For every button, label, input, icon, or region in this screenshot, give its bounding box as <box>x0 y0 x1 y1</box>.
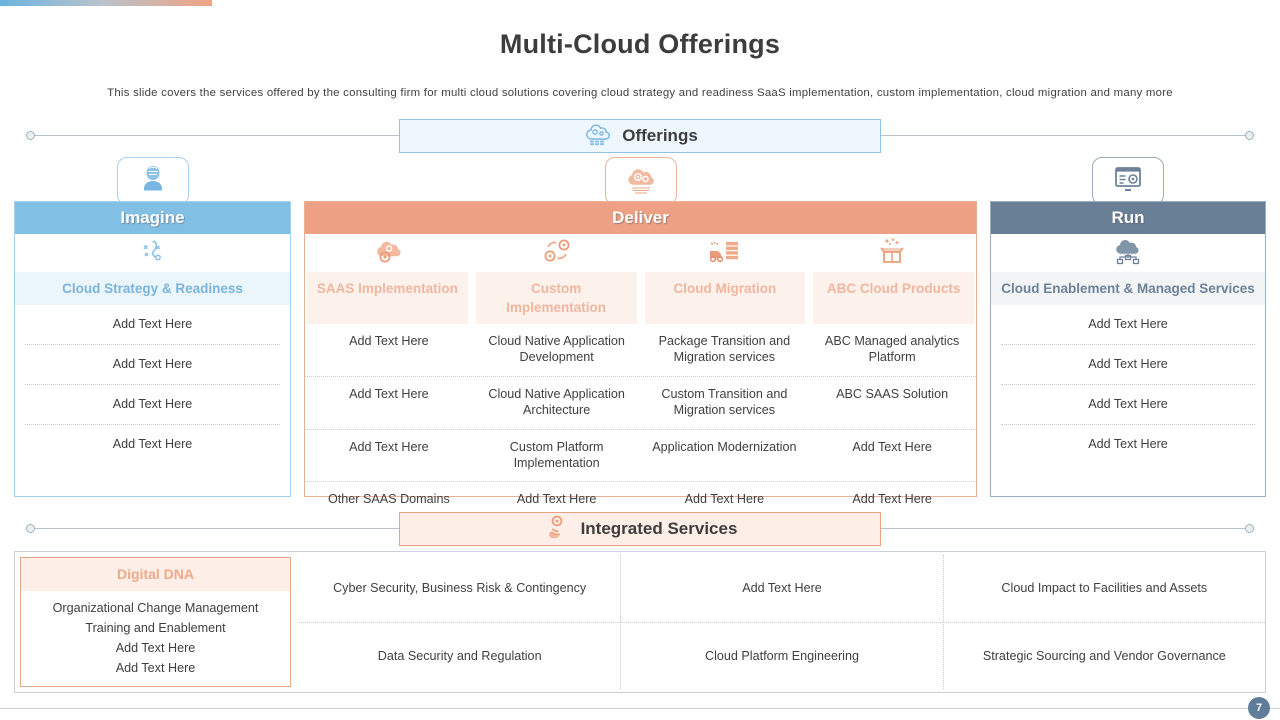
run-category-icon-row <box>991 234 1265 272</box>
corner-accent-bar <box>0 0 212 6</box>
deliver-icon-cell <box>641 234 809 272</box>
monitor-dashboard-icon <box>1112 163 1144 200</box>
digital-dna-item-list: Organizational Change Management Trainin… <box>21 591 290 678</box>
services-column: Cyber Security, Business Risk & Continge… <box>299 555 621 690</box>
run-item-list: Add Text Here Add Text Here Add Text Her… <box>991 305 1265 464</box>
footer-divider <box>0 708 1280 709</box>
cloud-servers-icon <box>582 121 612 152</box>
service-cell[interactable]: Add Text Here <box>742 581 822 596</box>
hand-gear-icon <box>543 513 571 546</box>
deliver-subcolumn-icons <box>305 234 976 272</box>
person-head-icon <box>138 162 168 201</box>
integrated-services-panel: Digital DNA Organizational Change Manage… <box>14 551 1266 693</box>
deliver-subcolumn-label: Cloud Migration <box>644 272 806 325</box>
server-migration-truck-icon <box>707 237 741 270</box>
deliver-icon-chip <box>605 157 677 205</box>
table-cell[interactable]: Add Text Here <box>852 439 932 454</box>
integrated-services-banner-label: Integrated Services <box>580 519 738 538</box>
table-cell[interactable]: Other SAAS Domains <box>327 492 450 507</box>
page-subtitle: This slide covers the services offered b… <box>107 87 1173 99</box>
table-cell[interactable]: Custom Transition and Migration services <box>661 387 788 417</box>
imagine-icon-chip <box>117 157 189 205</box>
deliver-data-grid: Add Text Here Cloud Native Application D… <box>305 324 976 529</box>
table-row: Add Text Here Custom Platform Implementa… <box>305 428 976 482</box>
page-title: Multi-Cloud Offerings <box>499 29 781 59</box>
divider-dot-right <box>1245 131 1254 140</box>
deliver-subcolumn-label: ABC Cloud Products <box>813 272 974 325</box>
list-item[interactable]: Add Text Here <box>115 661 196 675</box>
cloud-gears-icon <box>624 162 658 201</box>
list-item[interactable]: Add Text Here <box>25 385 280 426</box>
list-item[interactable]: Training and Enablement <box>85 621 226 635</box>
deliver-icon-cell <box>305 234 473 272</box>
list-item[interactable]: Add Text Here <box>1001 305 1255 346</box>
service-cell[interactable]: Cyber Security, Business Risk & Continge… <box>333 581 587 596</box>
list-item[interactable]: Add Text Here <box>1088 437 1168 452</box>
deliver-icon-cell <box>473 234 641 272</box>
list-item[interactable]: Add Text Here <box>1001 345 1255 386</box>
table-cell[interactable]: Cloud Native Application Development <box>488 334 625 365</box>
table-cell[interactable]: Cloud Native Application Architecture <box>488 387 625 417</box>
run-panel: Run Cloud Enablement & Managed Services … <box>990 201 1266 497</box>
service-cell[interactable]: Cloud Impact to Facilities and Assets <box>1001 581 1208 596</box>
services-column: Cloud Impact to Facilities and Assets St… <box>942 555 1265 690</box>
integrated-services-divider-row: Integrated Services <box>0 512 1280 546</box>
digital-dna-box: Digital DNA Organizational Change Manage… <box>20 557 291 687</box>
open-box-product-icon <box>877 237 907 270</box>
table-cell[interactable]: Custom Platform Implementation <box>509 439 604 470</box>
list-item[interactable]: Add Text Here <box>115 641 196 655</box>
table-cell[interactable]: Add Text Here <box>684 492 765 507</box>
deliver-subcolumn-label: SAAS Implementation <box>307 272 468 325</box>
table-row: Other SAAS Domains Add Text Here Add Tex… <box>305 481 976 529</box>
page-number-badge: 7 <box>1248 697 1270 719</box>
imagine-header: Imagine <box>15 202 290 234</box>
imagine-item-list: Add Text Here Add Text Here Add Text Her… <box>15 305 290 464</box>
run-icon-chip <box>1092 157 1164 205</box>
divider-dot-right <box>1245 524 1254 533</box>
integrated-services-banner[interactable]: Integrated Services <box>399 512 881 546</box>
table-cell[interactable]: Add Text Here <box>349 387 429 402</box>
deliver-header: Deliver <box>305 202 976 234</box>
service-cell[interactable]: Data Security and Regulation <box>299 621 621 690</box>
list-item[interactable]: Add Text Here <box>25 305 280 346</box>
table-cell[interactable]: Add Text Here <box>349 439 429 454</box>
table-cell[interactable]: Application Modernization <box>652 439 797 454</box>
imagine-category-icon-row <box>15 234 290 272</box>
run-header: Run <box>991 202 1265 234</box>
table-row: Add Text Here Cloud Native Application D… <box>305 324 976 376</box>
list-item[interactable]: Add Text Here <box>1001 385 1255 426</box>
deliver-subcolumn-labels: SAAS Implementation Custom Implementatio… <box>305 272 976 325</box>
services-grid: Cyber Security, Business Risk & Continge… <box>296 552 1265 692</box>
imagine-panel: Imagine Cloud Strategy & Readiness Add T… <box>14 201 291 497</box>
offerings-banner[interactable]: Offerings <box>399 119 881 153</box>
cloud-gear-icon <box>374 237 404 270</box>
strategy-playbook-icon <box>137 238 169 269</box>
service-cell[interactable]: Strategic Sourcing and Vendor Governance <box>943 621 1265 690</box>
table-cell[interactable]: ABC Managed analytics Platform <box>824 334 960 365</box>
imagine-category-label: Cloud Strategy & Readiness <box>15 272 290 306</box>
table-row: Add Text Here Cloud Native Application A… <box>305 376 976 429</box>
list-item[interactable]: Organizational Change Management <box>52 601 259 615</box>
offerings-banner-label: Offerings <box>622 126 698 145</box>
table-cell[interactable]: Package Transition and Migration service… <box>658 334 791 365</box>
table-cell[interactable]: Add Text Here <box>516 492 597 507</box>
cloud-network-icon <box>1112 237 1144 270</box>
divider-dot-left <box>26 131 35 140</box>
run-category-label: Cloud Enablement & Managed Services <box>991 272 1265 306</box>
service-cell[interactable]: Cloud Platform Engineering <box>621 621 943 690</box>
deliver-icon-cell <box>808 234 976 272</box>
deliver-subcolumn-label: Custom Implementation <box>475 272 637 325</box>
divider-dot-left <box>26 524 35 533</box>
table-cell[interactable]: ABC SAAS Solution <box>836 387 949 402</box>
gears-cycle-icon <box>540 237 574 270</box>
digital-dna-title: Digital DNA <box>21 558 290 591</box>
offerings-divider-row: Offerings <box>0 119 1280 153</box>
list-item[interactable]: Add Text Here <box>112 437 193 452</box>
deliver-panel: Deliver <box>304 201 977 506</box>
services-column: Add Text Here Cloud Platform Engineering <box>620 555 943 690</box>
table-cell[interactable]: Add Text Here <box>349 334 429 349</box>
table-cell[interactable]: Add Text Here <box>852 492 932 507</box>
list-item[interactable]: Add Text Here <box>25 345 280 386</box>
